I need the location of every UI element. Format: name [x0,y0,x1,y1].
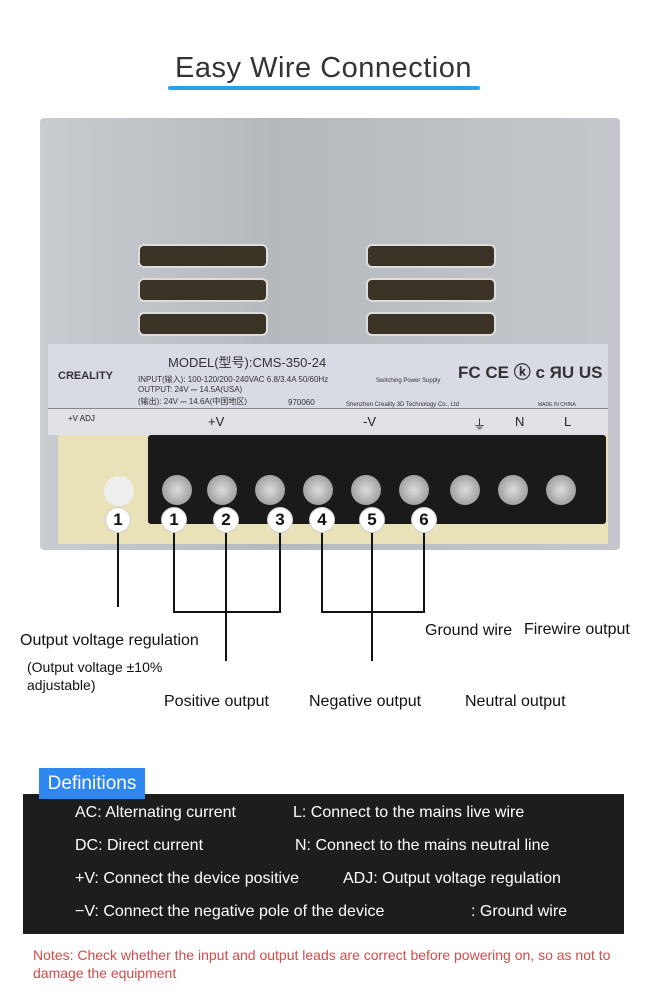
callout-adj-note: (Output voltage ±10% [27,659,163,675]
product-label: CREALITY MODEL(型号):CMS-350-24 INPUT(输入):… [48,344,608,408]
notes: Notes: Check whether the input and outpu… [33,947,611,981]
callout-positive: Positive output [164,693,269,710]
title-underline [168,86,480,90]
marker-3: 3 [267,507,293,533]
terminal-legend: +V ADJ +V -V ⏚ N L [48,408,608,435]
ground-icon: ⏚ [473,417,487,432]
type: Switching Power Supply [376,378,441,384]
marker-2: 2 [213,507,239,533]
callout-adj-note-2: adjustable) [27,677,96,693]
input-spec: INPUT(输入): 100-120/200-240VAC 6.8/3.4A 5… [138,375,329,384]
leader-line [279,533,281,613]
model: MODEL(型号):CMS-350-24 [168,355,327,370]
maker: Shenzhen Creality 3D Technology Co., Ltd [346,402,459,408]
made-in: MADE IN CHINA [538,402,576,408]
certification-marks: FC CE ⓚ c ЯU US [458,363,603,382]
leader-line [173,611,281,613]
terminal-adj: +V ADJ [68,414,95,423]
adj-potentiometer [104,476,134,506]
definition-item: : Ground wire [471,903,568,920]
code: 970060 [288,398,315,407]
leader-line [117,533,119,607]
definitions-heading: Definitions [39,768,145,799]
leader-line [321,533,323,613]
definition-item: ADJ: Output voltage regulation [343,870,561,887]
terminal-n: N [515,414,525,429]
callout-fire: Firewire output [524,621,630,638]
callout-neutral: Neutral output [465,693,566,710]
definition-item: +V: Connect the device positive [75,870,299,887]
terminal-pos: +V [208,414,225,429]
output-spec: OUTPUT: 24V ⎓ 14.5A(USA) [138,385,243,394]
leader-line [225,533,227,661]
callout-negative: Negative output [309,693,422,710]
terminal-l: L [564,414,572,429]
definition-item: AC: Alternating current [75,804,236,821]
definition-item: DC: Direct current [75,837,204,854]
definition-item: L: Connect to the mains live wire [293,804,525,821]
marker-5: 5 [359,507,385,533]
callout-adj: Output voltage regulation [20,632,199,649]
marker-6: 6 [411,507,437,533]
leader-line [173,533,175,613]
output-spec-cn: (输出): 24V ⎓ 14.6A(中国地区) [138,397,248,406]
page-title: Easy Wire Connection [175,52,472,84]
callout-ground: Ground wire [425,622,513,639]
leader-line [321,611,425,613]
leader-line [371,533,373,661]
definitions-panel: AC: Alternating current L: Connect to th… [23,794,624,934]
marker-4: 4 [309,507,335,533]
definition-item: −V: Connect the negative pole of the dev… [75,903,385,920]
brand-logo: CREALITY [58,370,113,382]
marker-1: 1 [161,507,187,533]
leader-line [423,533,425,613]
definition-item: N: Connect to the mains neutral line [295,837,550,854]
marker-1-adj: 1 [105,507,131,533]
terminal-neg: -V [363,414,376,429]
